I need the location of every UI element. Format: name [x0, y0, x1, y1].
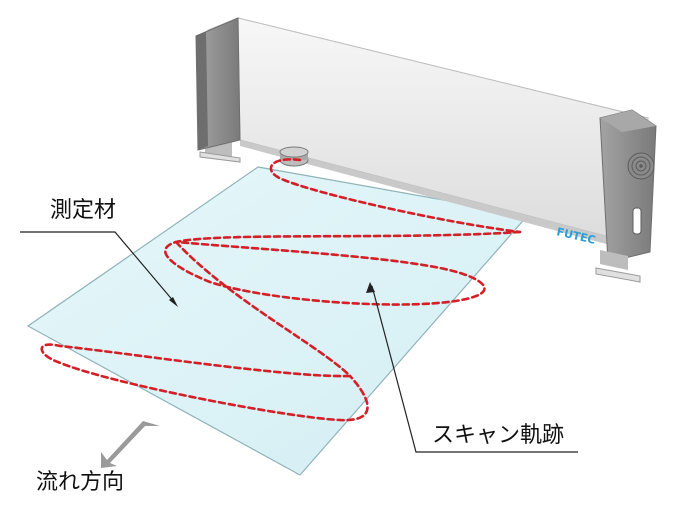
scan-leader-arrow — [366, 282, 375, 293]
scan-path-label: スキャン軌跡 — [432, 423, 565, 448]
sensor-lens-icon — [279, 146, 309, 167]
material-label: 測定材 — [50, 198, 117, 223]
flow-direction-label: 流れ方向 — [36, 470, 125, 495]
right-foot — [595, 250, 641, 283]
sensor-unit: FUTEC — [195, 17, 657, 263]
scan-trajectory — [40, 158, 522, 422]
speaker-grille-icon — [627, 152, 655, 180]
right-end-cap — [599, 109, 657, 263]
material-leader-line — [20, 231, 176, 304]
scan-leader-line — [371, 285, 578, 453]
flow-arrow-icon — [101, 421, 160, 468]
connector-slot — [632, 207, 642, 235]
material-leader-arrow — [169, 297, 178, 307]
